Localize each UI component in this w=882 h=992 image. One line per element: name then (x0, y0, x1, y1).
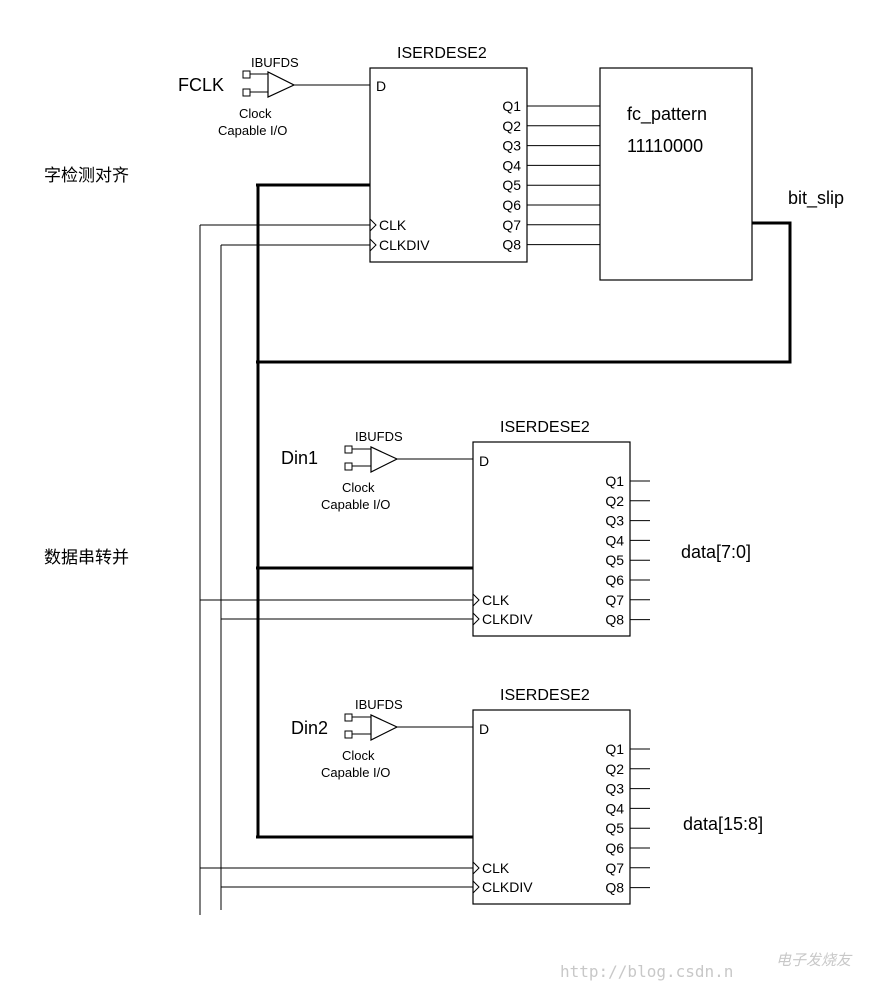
input-label-fclk: FCLK (178, 75, 224, 95)
bitslip-wires (256, 183, 792, 839)
output-pin-label: Q8 (605, 880, 624, 896)
pin-clk: CLK (482, 592, 510, 608)
output-pin-label: Q6 (605, 840, 624, 856)
buffer-note-2: Capable I/O (321, 765, 390, 780)
watermark-brand: 电子发烧友 (776, 951, 853, 969)
output-pin-label: Q1 (502, 98, 521, 114)
output-pin-label: Q8 (605, 612, 624, 628)
ibufds-label: IBUFDS (251, 55, 299, 70)
section-label-deserialize: 数据串转并 (44, 548, 129, 568)
fc-pattern-name: fc_pattern (627, 104, 707, 125)
pin-clk: CLK (379, 217, 407, 233)
ibufds-label: IBUFDS (355, 697, 403, 712)
serdes-title: ISERDESE2 (397, 45, 487, 62)
pin-clkdiv: CLKDIV (482, 611, 533, 627)
pin-clkdiv: CLKDIV (379, 237, 430, 253)
serdes-block-din2: Din2 IBUFDS Clock Capable I/O ISERDESE2 … (291, 687, 763, 905)
watermark: http://blog.csdn.n 电子发烧友 (560, 951, 853, 981)
fc-pattern-value: 11110000 (627, 136, 703, 156)
output-pin-label: Q5 (502, 177, 521, 193)
serdes-title: ISERDESE2 (500, 687, 590, 704)
output-pin-label: Q4 (502, 157, 521, 173)
output-pin-label: Q1 (605, 473, 624, 489)
buffer-note-1: Clock (239, 106, 272, 121)
output-pin-label: Q2 (502, 118, 521, 134)
buffer-triangle-icon (267, 71, 296, 98)
output-pin-label: Q7 (605, 592, 624, 608)
buffer-triangle-icon (370, 446, 399, 473)
buffer-note-2: Capable I/O (321, 497, 390, 512)
pin-d: D (479, 721, 489, 737)
watermark-url: http://blog.csdn.n (560, 962, 733, 981)
output-pin-label: Q5 (605, 820, 624, 836)
pin-d: D (376, 78, 386, 94)
input-label-din2: Din2 (291, 718, 328, 738)
output-pin-label: Q5 (605, 552, 624, 568)
serdes-block-din1: Din1 IBUFDS Clock Capable I/O ISERDESE2 … (281, 419, 751, 637)
bit-slip-label: bit_slip (788, 188, 844, 209)
output-pin-label: Q6 (605, 572, 624, 588)
output-pin-label: Q4 (605, 532, 624, 548)
output-pin-label: Q2 (605, 493, 624, 509)
output-pin-label: Q2 (605, 761, 624, 777)
output-pin-label: Q6 (502, 197, 521, 213)
serdes-title: ISERDESE2 (500, 419, 590, 436)
pin-d: D (479, 453, 489, 469)
bus-label-data-7-0: data[7:0] (681, 542, 751, 562)
buffer-note-1: Clock (342, 748, 375, 763)
pin-clkdiv: CLKDIV (482, 879, 533, 895)
buffer-note-1: Clock (342, 480, 375, 495)
section-label-word-align: 字检测对齐 (44, 166, 129, 186)
output-pin-label: Q3 (502, 138, 521, 154)
clock-distribution-wires (199, 224, 473, 915)
bus-label-data-15-8: data[15:8] (683, 814, 763, 834)
pin-clk: CLK (482, 860, 510, 876)
buffer-triangle-icon (370, 714, 399, 741)
fc-pattern-block: fc_pattern 11110000 (599, 67, 753, 281)
output-pin-label: Q3 (605, 781, 624, 797)
output-pin-label: Q1 (605, 741, 624, 757)
input-label-din1: Din1 (281, 448, 318, 468)
output-pin-label: Q7 (605, 860, 624, 876)
ibufds-label: IBUFDS (355, 429, 403, 444)
buffer-note-2: Capable I/O (218, 123, 287, 138)
output-pin-label: Q8 (502, 237, 521, 253)
output-pin-label: Q4 (605, 800, 624, 816)
serdes-block-fclk: FCLK IBUFDS Clock Capable I/O ISERDESE2 … (178, 45, 600, 263)
output-pin-label: Q3 (605, 513, 624, 529)
output-pin-label: Q7 (502, 217, 521, 233)
